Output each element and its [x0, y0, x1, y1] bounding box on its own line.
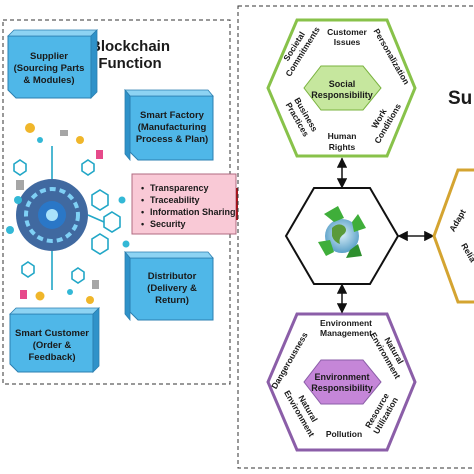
function-transparency: Transparency: [150, 183, 209, 193]
smart-customer-label-1: Smart Customer: [15, 328, 89, 339]
social-item-customer-2: Issues: [334, 37, 361, 47]
blockchain-title-line1: Blockchain: [90, 38, 170, 55]
function-bullet-2: •: [141, 195, 144, 205]
function-bullet-3: •: [141, 207, 144, 217]
distributor-label-1: Distributor: [148, 271, 197, 282]
smart-customer-label-3: Feedback): [29, 352, 76, 363]
economic-responsibility-hexagon-partial: Adapt Relia: [432, 168, 474, 304]
function-traceability: Traceability: [150, 195, 200, 205]
distributor-label-2: (Delivery &: [147, 283, 197, 294]
social-responsibility-hexagon: Social Responsibility Societal Commitmen…: [266, 18, 417, 158]
function-information-sharing: Information Sharing: [150, 207, 236, 217]
central-sustainability-hexagon: [284, 187, 400, 285]
function-bullet-1: •: [141, 183, 144, 193]
function-security: Security: [150, 219, 186, 229]
social-item-human-1: Human: [328, 131, 357, 141]
supplier-label-1: Supplier: [30, 51, 68, 62]
social-item-human-2: Rights: [329, 142, 356, 152]
sustainability-title-partial: Su: [448, 88, 472, 109]
env-item-management-2: Management: [320, 328, 372, 338]
recycling-globe-icon: [318, 206, 366, 258]
smart-factory-node: Smart Factory (Manufacturing Process & P…: [124, 88, 214, 162]
blockchain-functions-box: • • • • Transparency Traceability Inform…: [131, 173, 237, 235]
distributor-label-3: Return): [155, 295, 189, 306]
supplier-node: Supplier (Sourcing Parts & Modules): [7, 29, 98, 99]
smart-factory-label-2: (Manufacturing: [138, 122, 207, 133]
smart-customer-label-2: (Order &: [33, 340, 72, 351]
smart-factory-label-3: Process & Plan): [136, 134, 208, 145]
env-item-pollution: Pollution: [326, 429, 362, 439]
blockchain-network-graphic: [6, 123, 130, 304]
social-center-label-1: Social: [329, 79, 356, 89]
function-bullet-4: •: [141, 219, 144, 229]
distributor-node: Distributor (Delivery & Return): [124, 250, 214, 322]
smart-factory-label-1: Smart Factory: [140, 110, 205, 121]
social-item-customer-1: Customer: [327, 27, 367, 37]
social-center-label-2: Responsibility: [311, 90, 373, 100]
env-center-label-1: Environment: [314, 372, 369, 382]
environment-responsibility-hexagon: Environment Responsibility Environment M…: [266, 312, 417, 452]
blockchain-title-line2: Function: [98, 55, 161, 72]
env-center-label-2: Responsibility: [311, 383, 373, 393]
supplier-label-2: (Sourcing Parts: [14, 63, 85, 74]
env-item-management-1: Environment: [320, 318, 372, 328]
supplier-label-3: & Modules): [23, 75, 74, 86]
smart-customer-node: Smart Customer (Order & Feedback): [9, 307, 100, 373]
